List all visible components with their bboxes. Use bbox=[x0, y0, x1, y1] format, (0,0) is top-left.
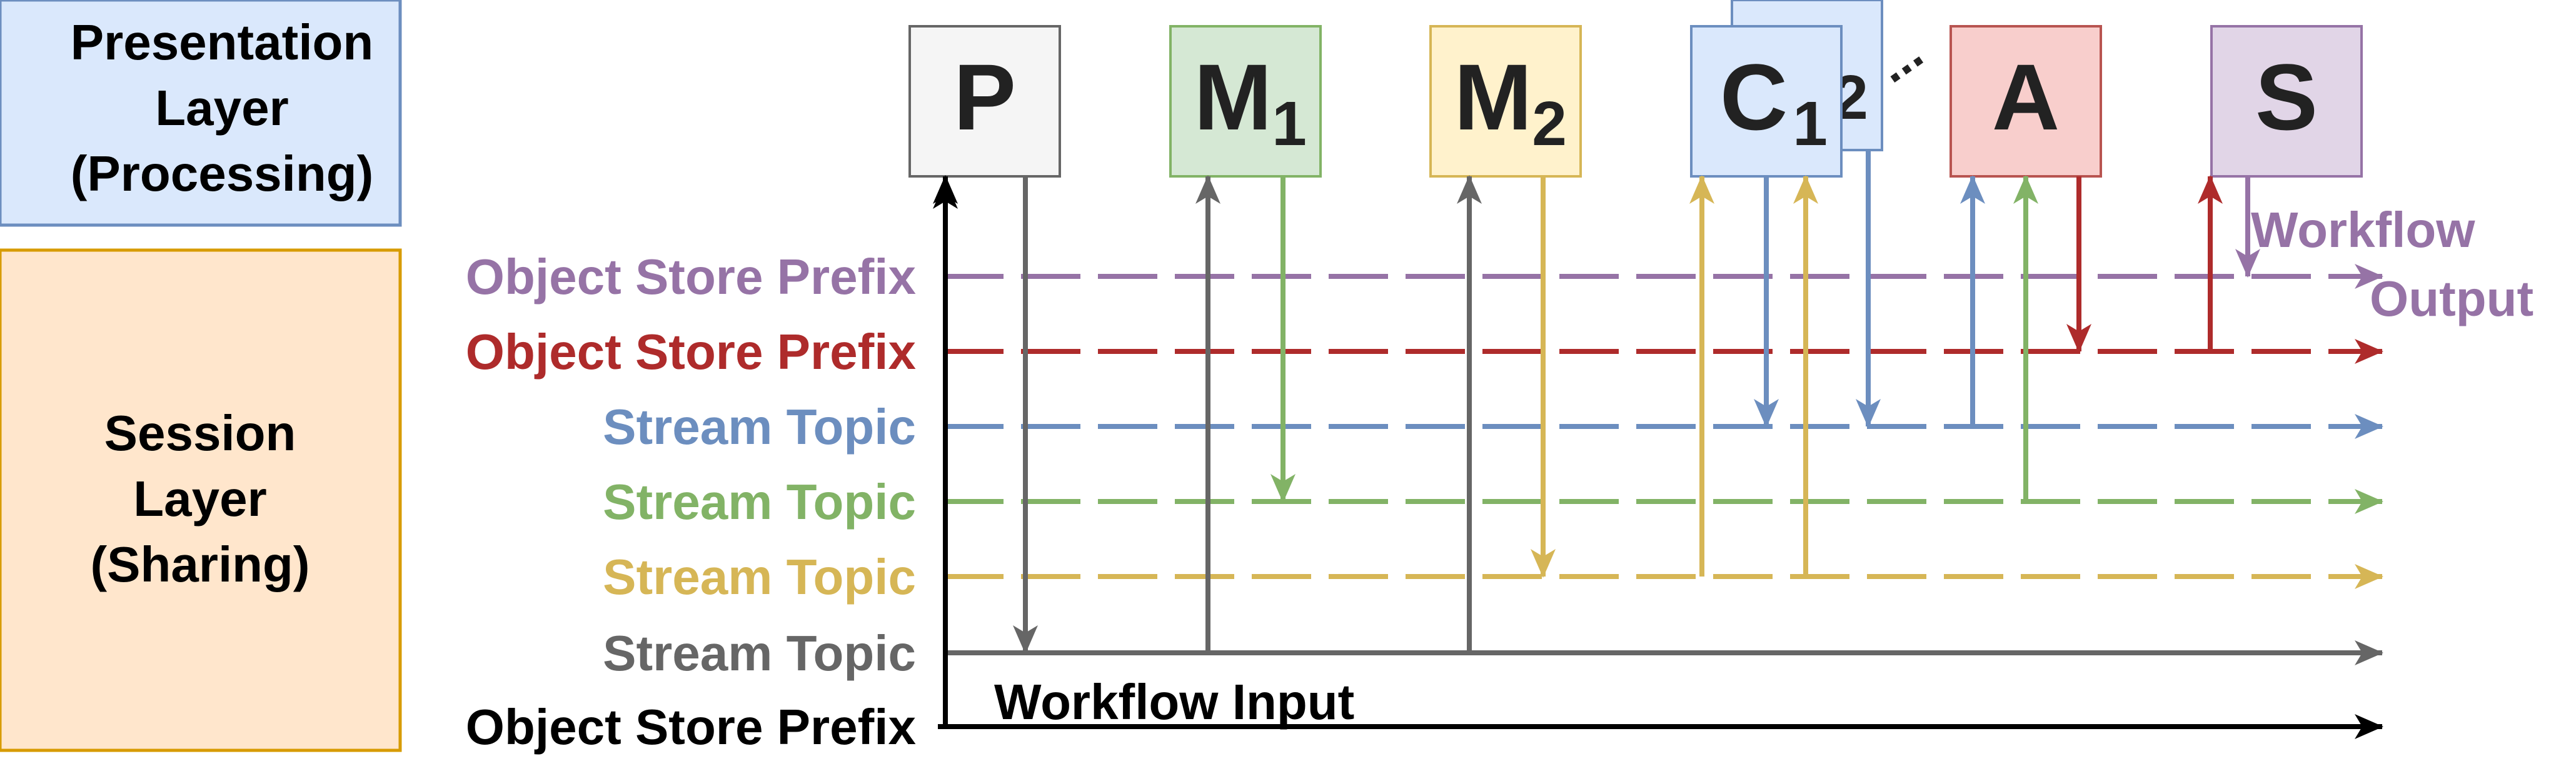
channel-ch4: Stream Topic bbox=[603, 549, 2383, 605]
channel-ch6: Object Store Prefix bbox=[466, 699, 2383, 755]
session-layer-box bbox=[0, 248, 402, 752]
agent-label: M bbox=[1194, 44, 1272, 149]
agent-subscript: 1 bbox=[1793, 89, 1828, 159]
workflow-input-label: Workflow Input bbox=[994, 674, 1354, 730]
channel-label: Object Store Prefix bbox=[466, 249, 916, 305]
session-layer-line2: Layer bbox=[133, 471, 266, 527]
channel-label: Stream Topic bbox=[603, 549, 916, 605]
presentation-layer-line1: Presentation bbox=[71, 14, 374, 70]
agent-label: P bbox=[953, 44, 1016, 149]
presentation-layer-box bbox=[0, 0, 402, 227]
agent-subscript: 1 bbox=[1272, 89, 1307, 159]
agent-P: P bbox=[908, 25, 1061, 178]
channel-ch1: Object Store Prefix bbox=[466, 324, 2383, 380]
channel-ch3: Stream Topic bbox=[603, 474, 2383, 530]
agent-subscript: 2 bbox=[1532, 89, 1567, 159]
agent-label: C bbox=[1720, 44, 1788, 149]
agent-box bbox=[908, 25, 1061, 178]
agent-S: S bbox=[2210, 25, 2363, 178]
workflow-output-label-line2: Output bbox=[2370, 271, 2533, 326]
connectors bbox=[933, 150, 2260, 727]
channel-label: Object Store Prefix bbox=[466, 699, 916, 755]
agent-box bbox=[1429, 25, 1582, 178]
agent-label: M bbox=[1454, 44, 1532, 149]
session-layer-line1: Session bbox=[104, 405, 296, 461]
channel-ch5: Stream Topic bbox=[603, 625, 2383, 681]
channel-label: Stream Topic bbox=[603, 625, 916, 681]
session-layer-line3: (Sharing) bbox=[90, 537, 309, 592]
channel-ch2: Stream Topic bbox=[603, 399, 2383, 455]
presentation-layer-line3: (Processing) bbox=[71, 146, 374, 201]
presentation-layer-line2: Layer bbox=[155, 80, 288, 136]
agent-label: A bbox=[1992, 44, 2060, 149]
agent-label: S bbox=[2255, 44, 2318, 149]
channel-ch0: Object Store Prefix bbox=[466, 249, 2383, 305]
agent-A: A bbox=[1950, 25, 2102, 178]
channel-label: Object Store Prefix bbox=[466, 324, 916, 380]
agent-box bbox=[2210, 25, 2363, 178]
agent-box bbox=[1169, 25, 1322, 178]
agent-box bbox=[1950, 25, 2102, 178]
channel-label: Stream Topic bbox=[603, 474, 916, 530]
channel-label: Stream Topic bbox=[603, 399, 916, 455]
workflow-output-label-line1: Workflow bbox=[2251, 202, 2475, 258]
